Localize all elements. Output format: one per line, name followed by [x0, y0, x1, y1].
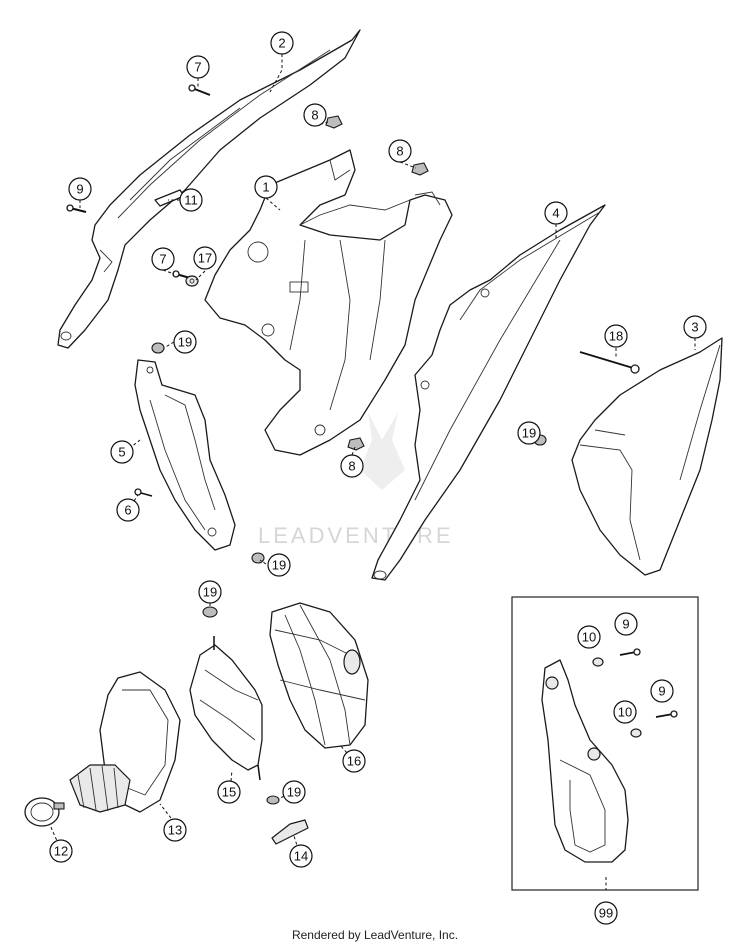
part-9-bolt-left: [66, 204, 87, 213]
svg-text:2: 2: [278, 36, 285, 51]
callout-19-low: 19: [267, 553, 291, 577]
svg-text:13: 13: [168, 823, 182, 838]
svg-text:17: 17: [198, 251, 212, 266]
svg-text:8: 8: [348, 459, 355, 474]
part-5-filter-frame: [134, 359, 236, 551]
part-8-nut-c: [347, 437, 365, 451]
part-19-grommet-top: [151, 342, 165, 354]
inset-bolt-9-top: [619, 648, 641, 656]
inset-number-plate: [541, 659, 629, 863]
svg-text:4: 4: [552, 206, 559, 221]
svg-text:1: 1: [262, 180, 269, 195]
callout-8-right: 8: [388, 139, 412, 163]
svg-text:19: 19: [272, 558, 286, 573]
callout-5: 5: [110, 440, 134, 464]
inset-bolt-9-bottom: [655, 710, 678, 718]
svg-text:3: 3: [691, 320, 698, 335]
svg-text:9: 9: [658, 684, 665, 699]
callout-19-filter-top: 19: [198, 580, 222, 604]
callout-7-top: 7: [186, 55, 210, 79]
svg-text:19: 19: [178, 335, 192, 350]
part-2-number-plate: [57, 29, 361, 349]
callout-13: 13: [163, 818, 187, 842]
callout-1: 1: [254, 175, 278, 199]
part-1-air-box: [204, 149, 453, 456]
svg-text:8: 8: [396, 144, 403, 159]
svg-text:19: 19: [522, 426, 536, 441]
callout-19-bottom: 19: [282, 780, 306, 804]
part-8-nut-a: [325, 115, 343, 129]
part-8-nut-b: [411, 162, 429, 176]
part-3-side-cover: [571, 337, 723, 576]
watermark-text: LEADVENTURE: [258, 523, 454, 548]
part-14-bracket: [271, 819, 309, 845]
callout-19-filter-frame: 19: [173, 330, 197, 354]
watermark-logo: [360, 412, 405, 490]
callout-9-left: 9: [68, 177, 92, 201]
callout-12: 12: [49, 839, 73, 863]
svg-text:19: 19: [203, 585, 217, 600]
part-4-side-panel: [371, 204, 606, 581]
svg-text:99: 99: [599, 906, 613, 921]
part-12-clamp: [24, 797, 65, 827]
callout-16: 16: [342, 749, 366, 773]
callout-10-inset-top: 10: [577, 625, 601, 649]
callout-6: 6: [116, 498, 140, 522]
callout-8-top: 8: [303, 103, 327, 127]
callout-99: 99: [594, 901, 618, 925]
part-19-grommet-low: [251, 552, 265, 564]
svg-text:10: 10: [582, 630, 596, 645]
svg-text:9: 9: [76, 182, 83, 197]
svg-text:11: 11: [184, 193, 198, 208]
part-13-intake-flange: [69, 671, 181, 813]
part-19-grommet-bottom: [266, 795, 280, 805]
callout-19-side-panel: 19: [517, 421, 541, 445]
callout-18: 18: [604, 324, 628, 348]
callout-4: 4: [544, 201, 568, 225]
svg-text:8: 8: [311, 108, 318, 123]
callout-9-inset-bottom: 9: [650, 679, 674, 703]
callout-3: 3: [683, 315, 707, 339]
callout-10-inset-bottom: 10: [613, 700, 637, 724]
callout-7-middle: 7: [151, 247, 175, 271]
callout-2: 2: [270, 31, 294, 55]
callout-9-inset-top: 9: [614, 612, 638, 636]
callout-8-bottom: 8: [340, 454, 364, 478]
part-15-filter-cage: [189, 636, 263, 781]
svg-text:9: 9: [622, 617, 629, 632]
svg-text:14: 14: [294, 849, 308, 864]
svg-text:18: 18: [609, 329, 623, 344]
inset-washer-10-bottom: [630, 728, 642, 738]
svg-text:12: 12: [54, 844, 68, 859]
svg-text:5: 5: [118, 445, 125, 460]
footer-credit: Rendered by LeadVenture, Inc.: [291, 928, 459, 942]
part-7-bolt-top: [188, 84, 211, 96]
part-18-bolt: [579, 351, 640, 374]
callout-14: 14: [289, 844, 313, 868]
callout-17: 17: [193, 246, 217, 270]
svg-text:7: 7: [194, 60, 201, 75]
svg-text:19: 19: [287, 785, 301, 800]
detail-inset-box: [511, 596, 699, 891]
inset-washer-10-top: [592, 657, 604, 667]
svg-text:10: 10: [618, 705, 632, 720]
part-19-grommet-filter: [202, 606, 218, 618]
callout-15: 15: [217, 780, 241, 804]
callout-11: 11: [179, 188, 203, 212]
part-16-filter: [269, 602, 369, 749]
part-17-grommet: [185, 275, 199, 287]
svg-text:16: 16: [347, 754, 361, 769]
svg-text:15: 15: [222, 785, 236, 800]
svg-text:7: 7: [159, 252, 166, 267]
svg-text:6: 6: [124, 503, 131, 518]
